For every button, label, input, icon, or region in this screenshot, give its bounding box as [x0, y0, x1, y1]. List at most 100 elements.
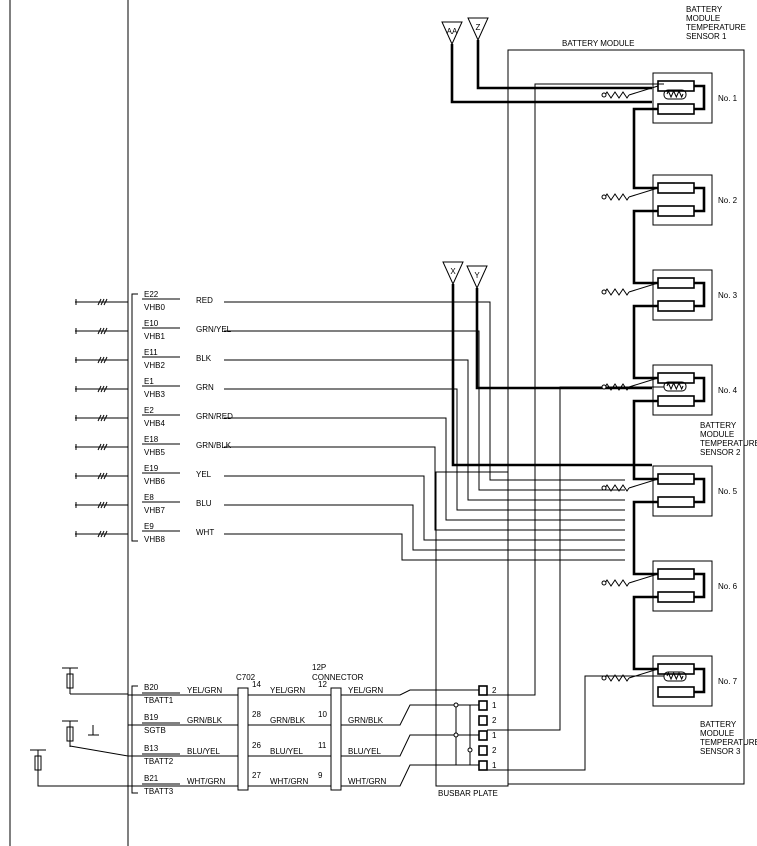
ecm-wire-color-label: YEL [196, 470, 212, 479]
temp-wire-color-left: WHT/GRN [187, 777, 225, 786]
busbar-pin-number: 2 [492, 716, 497, 725]
connector-flag-label: X [450, 267, 456, 276]
temp-wire-color-mid: WHT/GRN [270, 777, 308, 786]
sensor-signal-wire [341, 734, 479, 757]
fuse-resistor [604, 674, 630, 682]
sensor-signal-wire [341, 764, 479, 787]
ecm-noise-mark [97, 472, 102, 480]
fuse-resistor [604, 288, 630, 296]
pullup-wire-3 [37, 776, 128, 787]
ecm-noise-mark [100, 414, 105, 422]
ecm-noise-mark [100, 298, 105, 306]
cell-link [694, 186, 706, 213]
module-number-label: No. 2 [718, 196, 738, 205]
resistor-node [601, 675, 607, 681]
ecm-signal-label: VHB7 [144, 506, 165, 515]
cell-link [694, 477, 706, 504]
ecm-wire-color-label: GRN/YEL [196, 325, 232, 334]
busbar-pin-number: 2 [492, 746, 497, 755]
temperature-sensor-label: BATTERY [700, 720, 737, 729]
battery-cell-lower [657, 686, 695, 698]
busbar-pin-number: 1 [492, 701, 497, 710]
p12-pin-number: 10 [318, 710, 327, 719]
ecm-wire-color-label: GRN/RED [196, 412, 233, 421]
connector-flag-label: AA [447, 27, 458, 36]
battery-cell-upper [657, 80, 695, 92]
busbar-pin-block [478, 715, 488, 726]
battery-cell-upper [657, 372, 695, 384]
temp-signal-label: TBATT1 [144, 696, 174, 705]
cell-link [694, 281, 706, 308]
c702-pin-number: 28 [252, 710, 261, 719]
module-number-label: No. 6 [718, 582, 738, 591]
p12-label-line2: CONNECTOR [312, 673, 364, 682]
ecm-noise-mark [103, 530, 108, 538]
busbar-junction [453, 702, 459, 708]
sensor2-return [487, 386, 664, 731]
busbar-junction [467, 747, 473, 753]
temperature-sensor-label: TEMPERATURE [686, 23, 746, 32]
temp-wire-color-left: BLU/YEL [187, 747, 220, 756]
ecm-noise-mark [103, 327, 108, 335]
ecm-wire-color-label: WHT [196, 528, 214, 537]
ecm-wire-color-label: RED [196, 296, 213, 305]
sensor-signal-wire [341, 689, 479, 696]
ecm-wire-color-label: BLU [196, 499, 212, 508]
ecm-noise-mark [100, 501, 105, 509]
temp-wire-color-left: YEL/GRN [187, 686, 222, 695]
ecm-noise-mark [100, 530, 105, 538]
temp-pin-label: B19 [144, 713, 159, 722]
c702-pin-number: 14 [252, 680, 261, 689]
c702-label: C702 [236, 673, 256, 682]
ecm-noise-mark [100, 443, 105, 451]
p12-pin-number: 9 [318, 771, 323, 780]
busbar-pin-number: 2 [492, 686, 497, 695]
connector-flag [467, 17, 489, 42]
ecm-noise-mark [100, 472, 105, 480]
connector-flag [441, 21, 463, 46]
pullup-resistor [66, 726, 74, 742]
connector-flag [466, 265, 488, 290]
voltage-sense-wire [224, 446, 625, 531]
voltage-sense-wire [224, 388, 625, 511]
flag-y-wire [475, 288, 652, 390]
resistor-node [601, 580, 607, 586]
ecm-noise-mark [103, 501, 108, 509]
ecm-pin-label: E18 [144, 435, 159, 444]
ecm-signal-label: VHB5 [144, 448, 165, 457]
temp-signal-label: TBATT2 [144, 757, 174, 766]
p12-connector-body [330, 687, 342, 791]
busbar-pin-block [478, 760, 488, 771]
fuse-resistor [604, 193, 630, 201]
module-number-label: No. 4 [718, 386, 738, 395]
battery-module-box [652, 364, 713, 416]
flag-x-wire [451, 284, 652, 467]
temp-sensor-thermistor [663, 89, 687, 100]
ecm-pin-label: E2 [144, 406, 154, 415]
module-number-label: No. 3 [718, 291, 738, 300]
thermistor-zigzag [666, 671, 684, 681]
temp-connector-bracket [131, 685, 138, 794]
temperature-sensor-label: SENSOR 2 [700, 448, 741, 457]
ecm-noise-mark [103, 472, 108, 480]
ecm-signal-label: VHB8 [144, 535, 165, 544]
ecm-noise-mark [100, 356, 105, 364]
temp-wire-color-right: YEL/GRN [348, 686, 383, 695]
voltage-sense-wire [224, 475, 625, 541]
resistor-lead-upper [628, 282, 659, 293]
cell-link [694, 572, 706, 599]
busbar-pin-block [478, 730, 488, 741]
temperature-sensor-label: BATTERY [700, 421, 737, 430]
battery-cell-upper [657, 182, 695, 194]
fuse-resistor [604, 484, 630, 492]
battery-module-box [652, 72, 713, 124]
battery-module-box [652, 269, 713, 321]
temperature-sensor-label: TEMPERATURE [700, 738, 757, 747]
sensor-signal-wire [341, 704, 479, 726]
busbar-pin-number: 1 [492, 731, 497, 740]
flag-z-wire [476, 40, 652, 90]
battery-cell-lower [657, 591, 695, 603]
ecm-signal-label: VHB2 [144, 361, 165, 370]
temperature-sensor-label: MODULE [686, 14, 720, 23]
resistor-lead-upper [628, 573, 659, 584]
